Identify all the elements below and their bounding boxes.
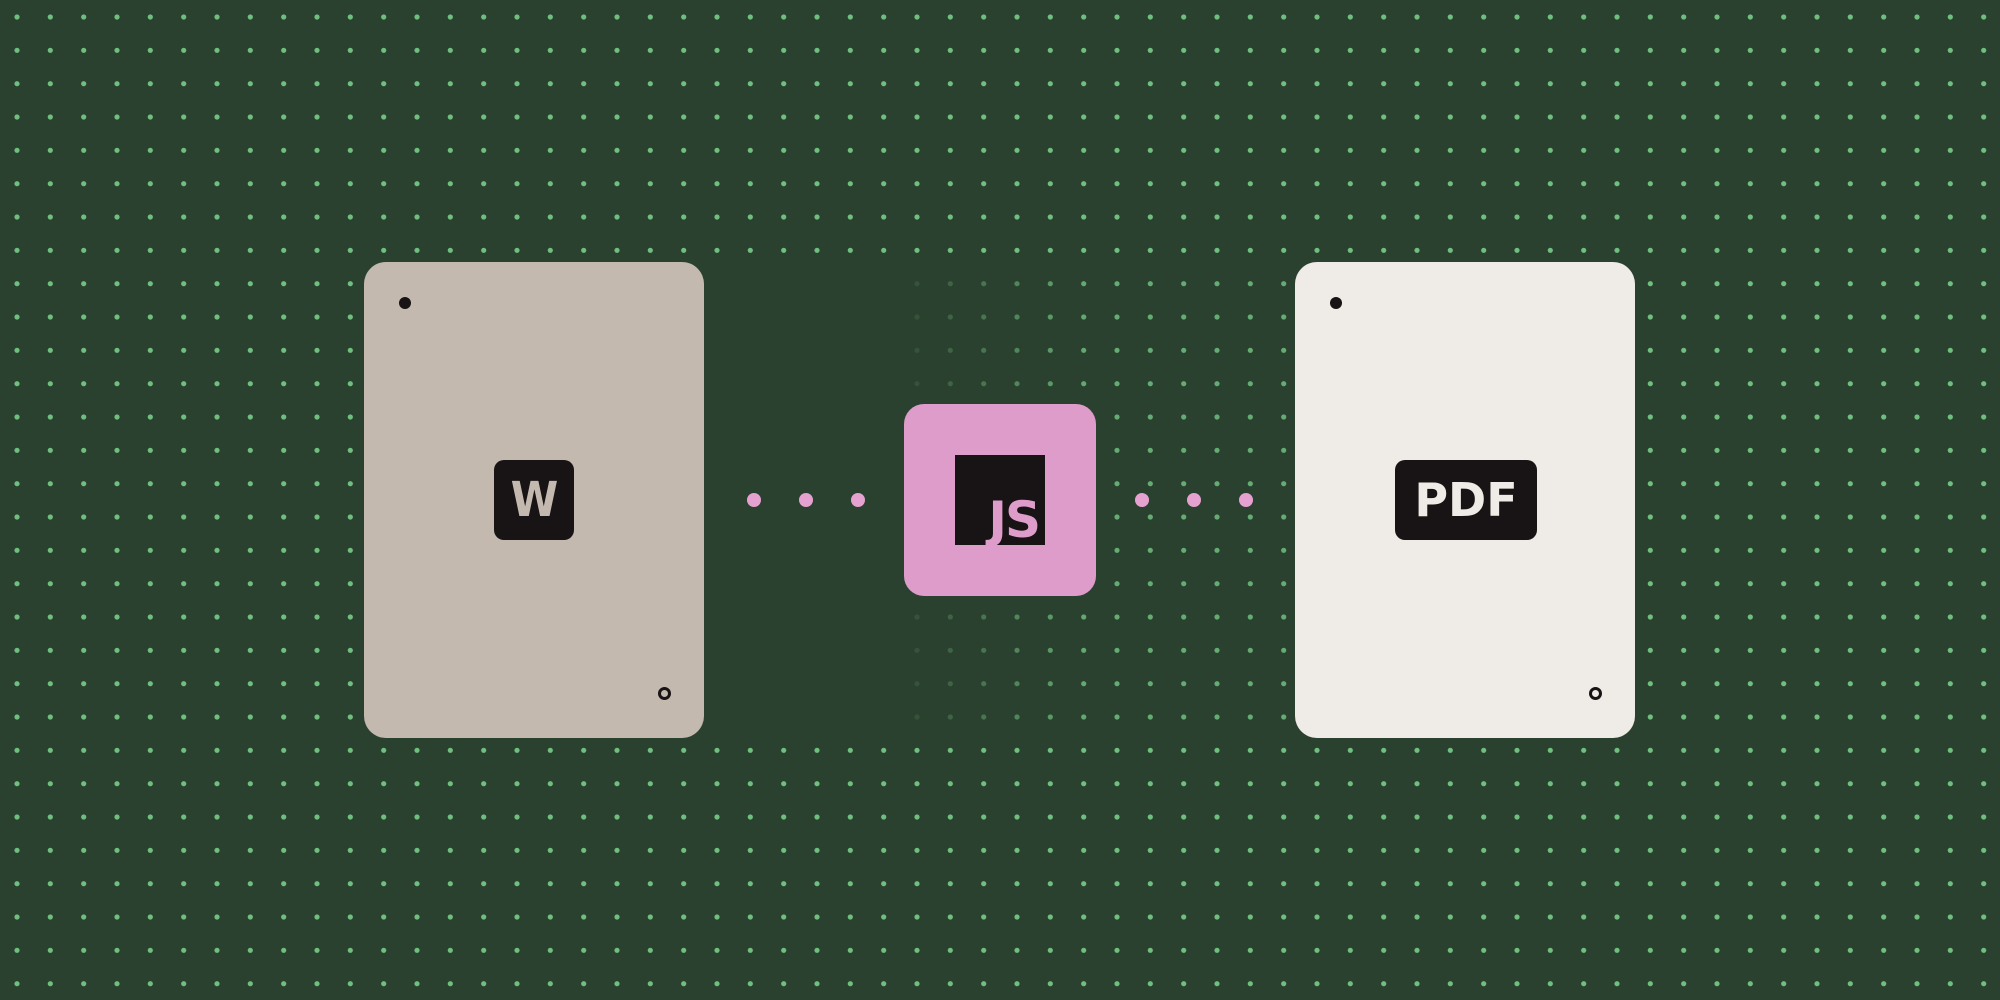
hollow-pin-icon: [1589, 687, 1602, 700]
connector-dot: [799, 493, 813, 507]
filled-pin-icon: [1330, 297, 1342, 309]
hollow-pin-icon: [658, 687, 671, 700]
word-document-card: W: [364, 262, 704, 738]
pdf-badge: PDF: [1395, 460, 1537, 540]
pdf-badge-label: PDF: [1414, 473, 1518, 527]
connector-dot: [851, 493, 865, 507]
connector-dot: [747, 493, 761, 507]
word-badge: W: [494, 460, 574, 540]
connector-dot: [1135, 493, 1149, 507]
javascript-logo-label: JS: [988, 491, 1041, 549]
javascript-converter-card: JS: [904, 404, 1096, 596]
pdf-document-card: PDF: [1295, 262, 1635, 738]
connector-dot: [1239, 493, 1253, 507]
connector-dot: [1187, 493, 1201, 507]
word-badge-label: W: [510, 472, 559, 528]
javascript-logo-icon: JS: [955, 455, 1045, 545]
filled-pin-icon: [399, 297, 411, 309]
